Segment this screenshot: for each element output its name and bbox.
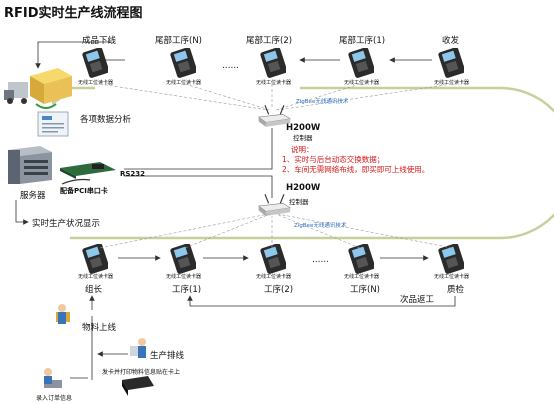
station-bottom-label: 工序(2) <box>264 284 293 295</box>
station-top-label: 成品下线 <box>82 35 117 46</box>
rfid-reader-icon <box>348 48 374 78</box>
diagram-title: RFID实时生产线流程图 <box>4 5 143 21</box>
station-top-label: 尾部工序(N) <box>155 35 202 46</box>
controller-model: H200W <box>286 123 321 133</box>
ellipsis: …… <box>312 255 329 265</box>
ellipsis: …… <box>222 61 239 71</box>
reader-label: 无线工位读卡器 <box>78 273 113 280</box>
realtime-arrow <box>15 200 29 225</box>
warehouse-icon <box>4 68 72 109</box>
reader-label: 无线工位读卡器 <box>344 273 379 280</box>
pci-card-icon <box>60 162 116 185</box>
order-label: 录入订单信息 <box>36 394 72 402</box>
station-bottom-label: 组长 <box>85 284 103 295</box>
defect-label: 次品返工 <box>400 294 435 305</box>
controller-label: 控制器 <box>293 133 313 142</box>
zigbee-label: ZigBee无线通讯技术 <box>294 221 347 229</box>
reader-label: 无线工位读卡器 <box>344 79 379 86</box>
analysis-label: 各项数据分析 <box>80 114 132 125</box>
rfid-reader-icon <box>170 244 196 274</box>
rs232-label: RS232 <box>120 170 145 178</box>
reader-label: 无线工位读卡器 <box>434 273 469 280</box>
station-bottom-label: 工序(1) <box>172 284 201 295</box>
rfid-reader-icon <box>82 48 108 78</box>
reader-label: 无线工位读卡器 <box>256 79 291 86</box>
zigbee-label: ZigBee无线通讯技术 <box>296 97 349 105</box>
station-top-label: 收发 <box>442 35 460 46</box>
schedule-label: 生产排线 <box>150 350 185 361</box>
wireless-links-bottom <box>99 213 453 249</box>
reader-label: 无线工位读卡器 <box>78 79 113 86</box>
station-top-label: 尾部工序(2) <box>246 35 292 46</box>
controller-label: 控制器 <box>289 197 309 206</box>
worker-schedule-icon <box>130 338 146 358</box>
note-item: 1、实时与后台动态交换数据； <box>282 154 384 164</box>
rs232-line <box>124 175 273 198</box>
rfid-reader-icon <box>438 48 464 78</box>
rework-arrow <box>187 295 456 307</box>
rfid-reader-icon <box>260 48 286 78</box>
rfid-reader-icon <box>438 244 464 274</box>
station-bottom-label: 工序(N) <box>350 284 380 295</box>
print-label: 发卡并打印物料信息贴在卡上 <box>102 368 180 376</box>
station-bottom-label: 质检 <box>447 284 465 295</box>
data-loop-line <box>70 86 554 240</box>
note-title: 说明： <box>291 144 314 154</box>
realtime-label: 实时生产状况显示 <box>32 218 100 229</box>
rfid-reader-icon <box>260 244 286 274</box>
card-printer-icon <box>122 376 154 396</box>
station-top-label: 尾部工序(1) <box>339 35 385 46</box>
rfid-reader-icon <box>82 244 108 274</box>
reader-label: 无线工位读卡器 <box>166 273 201 280</box>
worker-order-icon <box>44 368 62 388</box>
note-item: 2、车间无需网络布线，即买即可上线使用。 <box>282 164 429 174</box>
report-icon <box>37 111 69 137</box>
rfid-reader-icon <box>170 48 196 78</box>
material-label: 物料上线 <box>82 322 117 333</box>
finished-arrow <box>35 41 112 69</box>
controller-icon <box>258 194 291 217</box>
server-label: 服务器 <box>20 190 46 201</box>
pci-label: 配备PCI串口卡 <box>60 186 108 195</box>
rs232-line <box>124 128 273 170</box>
reader-label: 无线工位读卡器 <box>256 273 291 280</box>
reader-label: 无线工位读卡器 <box>434 79 469 86</box>
controller-model: H200W <box>286 183 321 193</box>
rfid-reader-icon <box>348 244 374 274</box>
worker-material-icon <box>56 304 70 324</box>
reader-label: 无线工位读卡器 <box>166 79 201 86</box>
wireless-links-top <box>99 83 453 111</box>
server-icon <box>8 146 52 184</box>
